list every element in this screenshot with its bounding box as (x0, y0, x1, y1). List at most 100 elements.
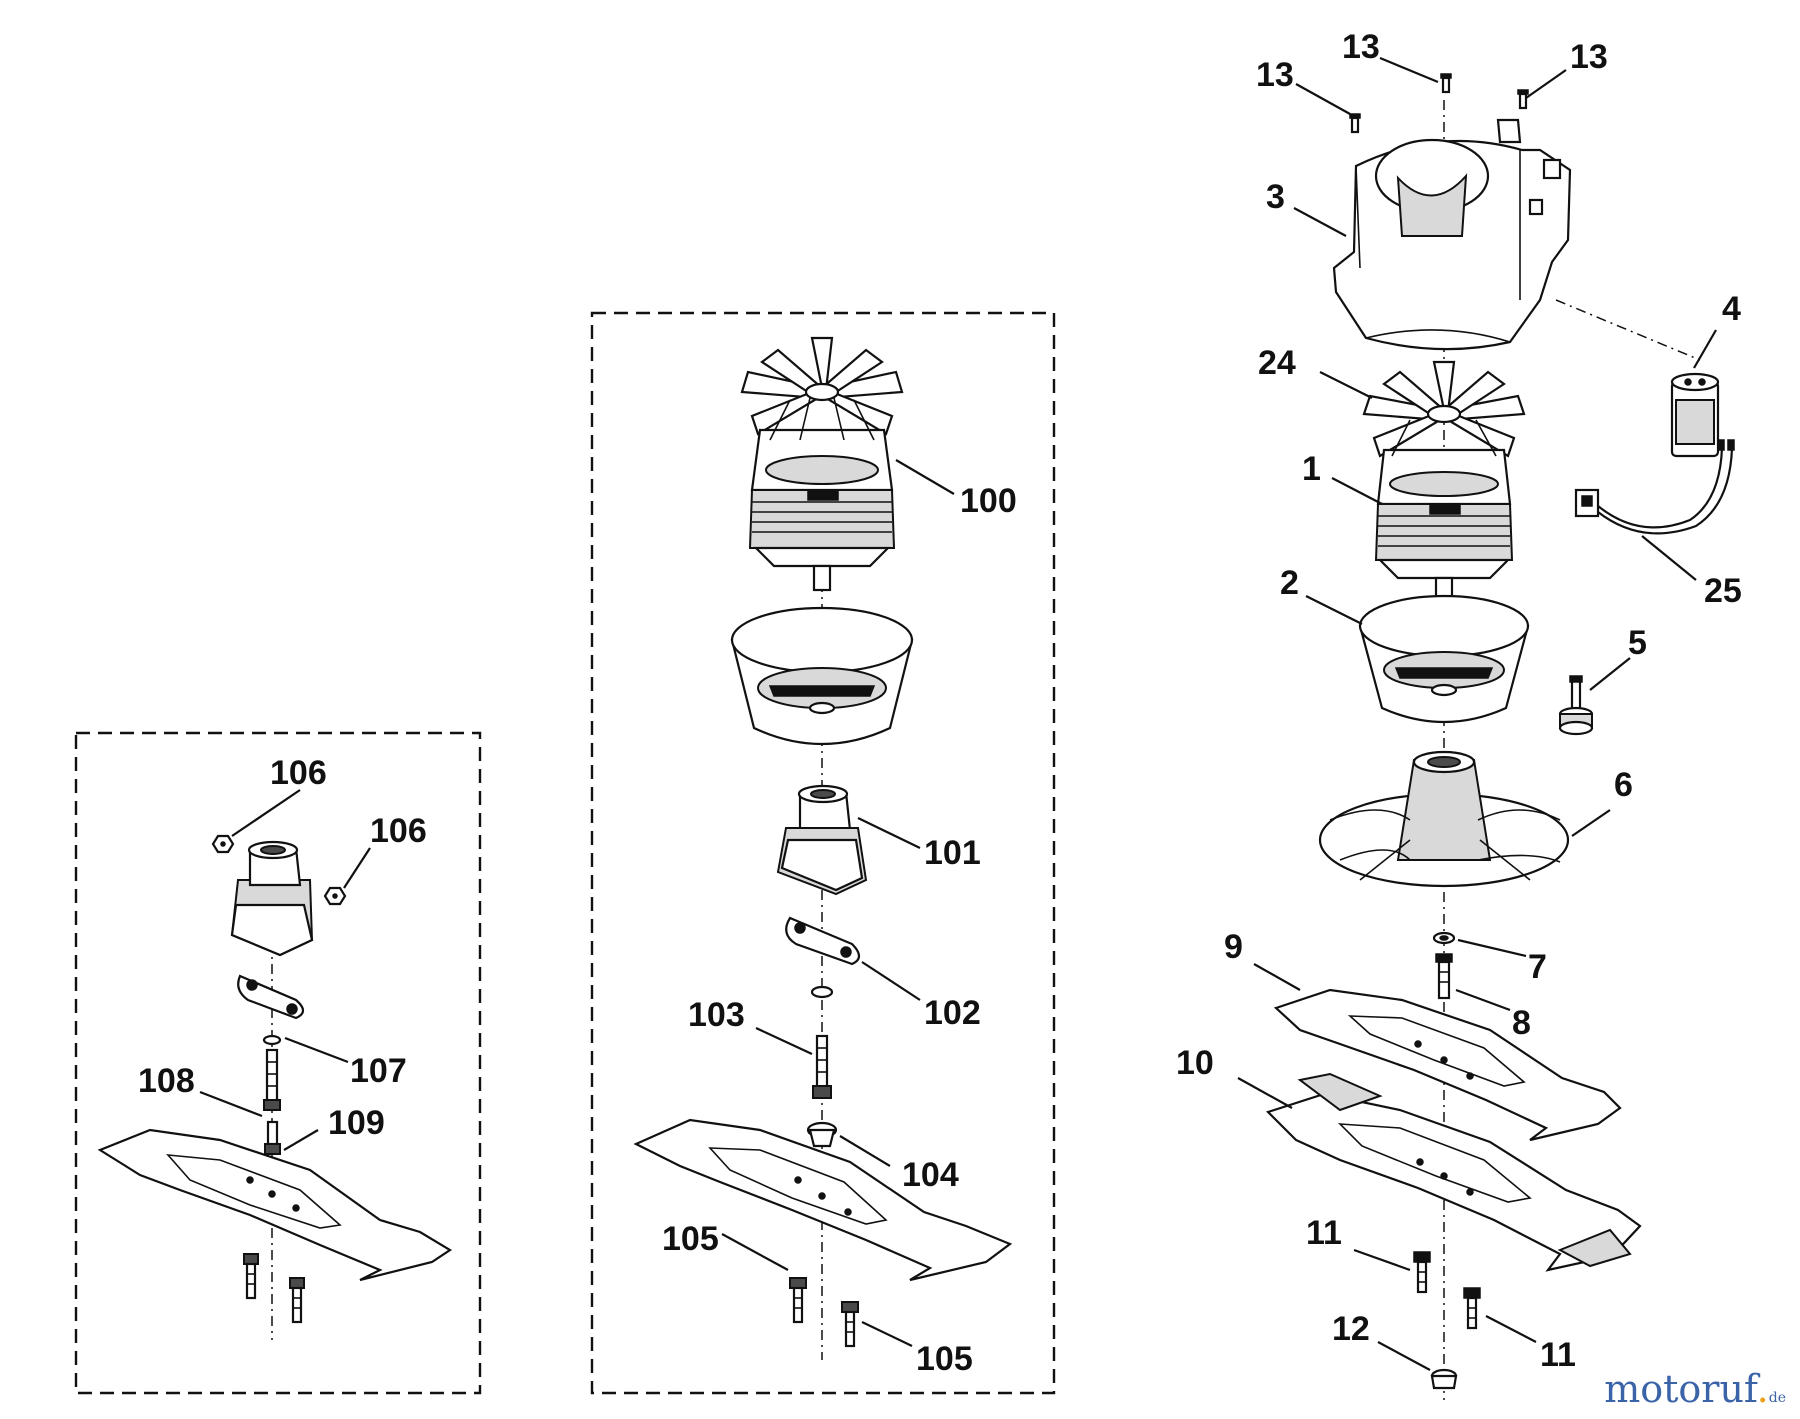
leader-107 (284, 1036, 349, 1064)
leader-102 (861, 961, 921, 1001)
leader-11a (1353, 1248, 1411, 1272)
callout-109: 109 (328, 1104, 385, 1142)
leader-4 (1693, 329, 1717, 369)
callout-4: 4 (1722, 290, 1741, 328)
part-1-motor (1374, 419, 1514, 610)
part-102-plate (785, 916, 861, 966)
part-13-screw-c (1517, 89, 1529, 110)
callout-13b: 13 (1342, 28, 1380, 66)
leader-106a (231, 789, 301, 837)
leader-109 (283, 1129, 319, 1151)
part-9-blade (1273, 988, 1622, 1142)
callout-106a: 106 (270, 754, 327, 792)
leader-9 (1253, 963, 1301, 991)
part-12-cap (1430, 1368, 1458, 1390)
leader-104 (839, 1135, 891, 1167)
part-11-bolt-b (1463, 1287, 1481, 1330)
part-24-fan (1362, 360, 1526, 458)
callout-1: 1 (1302, 450, 1321, 488)
kit-box-left (74, 731, 482, 1395)
leader-11b (1485, 1315, 1537, 1343)
callout-8: 8 (1512, 1004, 1531, 1042)
leader-103 (755, 1027, 813, 1055)
kit-box-middle (590, 311, 1056, 1395)
callout-5: 5 (1628, 624, 1647, 662)
callout-108: 108 (138, 1062, 195, 1100)
leader-108 (199, 1090, 263, 1118)
callout-2: 2 (1280, 564, 1299, 602)
part-106-nut-a (211, 834, 235, 854)
part-10-blade (1265, 1072, 1642, 1272)
part-blade-left (97, 1128, 453, 1282)
part-2-bowl (1358, 594, 1530, 724)
leader-8 (1455, 988, 1511, 1012)
leader-1 (1331, 477, 1383, 505)
part-bowl-middle (730, 606, 914, 746)
callout-24: 24 (1258, 344, 1296, 382)
leader-12 (1377, 1341, 1431, 1371)
part-blade-bolt-left-b (289, 1277, 305, 1324)
leader-13c (1525, 69, 1567, 99)
part-11-bolt-a (1413, 1251, 1431, 1294)
leader-105a (721, 1233, 789, 1271)
part-blade-bolt-left-a (243, 1253, 259, 1300)
callout-107: 107 (350, 1052, 407, 1090)
leader-101 (857, 817, 921, 849)
part-5-knob (1558, 675, 1594, 736)
part-107-plate-left (237, 974, 305, 1020)
part-13-screw-b (1440, 73, 1452, 94)
leader-2 (1305, 595, 1363, 625)
callout-104: 104 (902, 1156, 959, 1194)
leader-10 (1237, 1077, 1293, 1109)
part-106-nut-b (323, 886, 347, 906)
part-103-bolt (810, 985, 834, 1099)
leader-100 (895, 459, 955, 495)
part-100-motor (740, 336, 904, 592)
part-101-housing (776, 784, 868, 896)
callout-100: 100 (960, 482, 1017, 520)
part-8-bolt (1435, 953, 1453, 1000)
leader-13b (1379, 56, 1439, 84)
callout-9: 9 (1224, 928, 1243, 966)
callout-13c: 13 (1570, 38, 1608, 76)
leader-105b (861, 1321, 913, 1347)
leader-13a (1295, 83, 1351, 115)
watermark-tld: de (1768, 1390, 1786, 1406)
leader-24 (1319, 371, 1373, 399)
callout-105b: 105 (916, 1340, 973, 1378)
watermark-name: motoruf (1604, 1367, 1757, 1411)
part-104-hub (806, 1121, 838, 1148)
part-105-bolt-a (789, 1277, 807, 1324)
callout-102: 102 (924, 994, 981, 1032)
part-109-spacer (264, 1120, 281, 1155)
part-bearing-housing-left (230, 840, 314, 957)
callout-7: 7 (1528, 948, 1547, 986)
callout-11b: 11 (1540, 1336, 1576, 1374)
part-3-motor-cover (1332, 118, 1572, 351)
callout-3: 3 (1266, 178, 1285, 216)
callout-106b: 106 (370, 812, 427, 850)
part-105-bolt-b (841, 1301, 859, 1348)
watermark-accent: . (1756, 1367, 1769, 1411)
leader-6 (1571, 809, 1611, 837)
leader-5 (1589, 657, 1631, 691)
part-blade-middle (633, 1118, 1013, 1282)
callout-13a: 13 (1256, 56, 1294, 94)
part-13-screw-a (1349, 113, 1361, 134)
callout-25: 25 (1704, 572, 1742, 610)
watermark-logo: motoruf.de (1604, 1367, 1786, 1411)
callout-10: 10 (1176, 1044, 1214, 1082)
leader-7 (1457, 938, 1527, 958)
part-7-washer (1432, 931, 1456, 945)
callout-101: 101 (924, 834, 981, 872)
part-108-bolt (262, 1034, 282, 1111)
callout-6: 6 (1614, 766, 1633, 804)
part-6-impeller (1318, 750, 1570, 888)
callout-11a: 11 (1306, 1214, 1342, 1252)
part-25-wire (1574, 439, 1735, 535)
leader-106b (343, 847, 371, 889)
leader-3 (1293, 207, 1347, 237)
callout-12: 12 (1332, 1310, 1370, 1348)
